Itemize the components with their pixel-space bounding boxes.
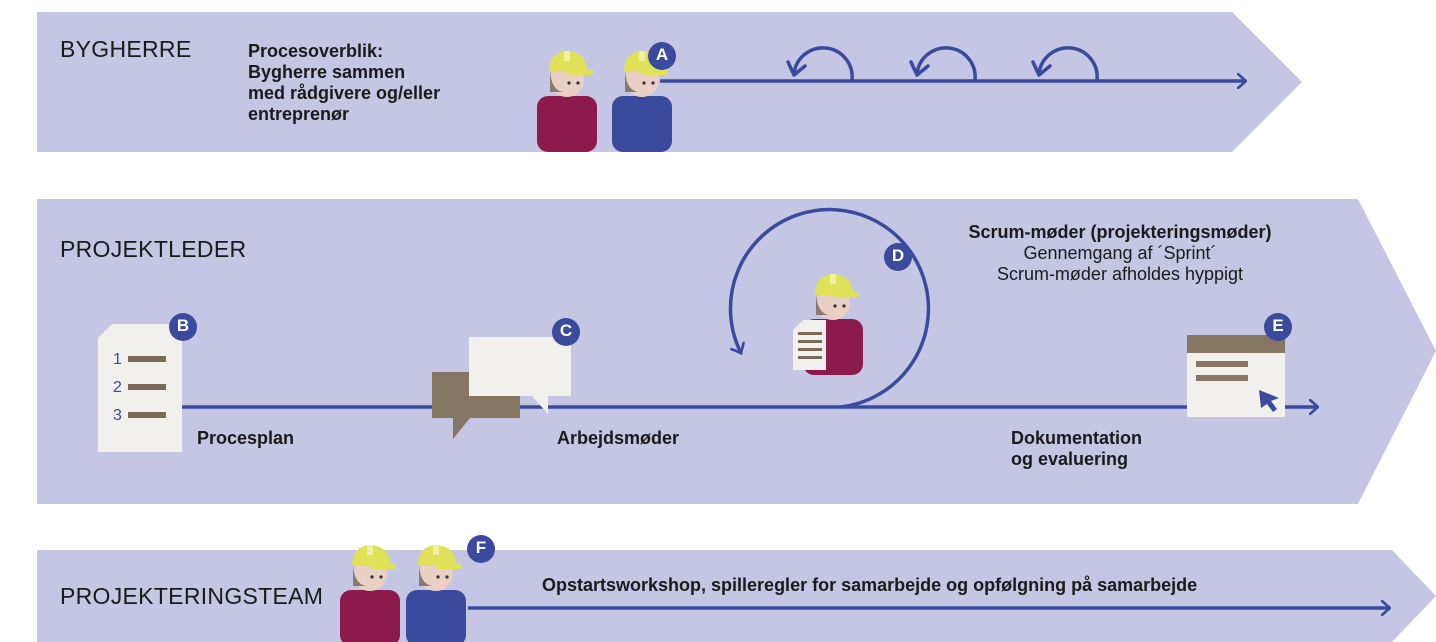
documentation-label: Dokumentation og evaluering (1011, 428, 1142, 470)
process-plan-number-3: 3 (113, 407, 122, 424)
badge-f (467, 535, 495, 563)
cursor-icon (1259, 390, 1279, 412)
lane-title-projektleder: PROJEKTLEDER (60, 236, 247, 262)
bygherre-description: Procesoverblik: Bygherre sammen med rådg… (248, 41, 440, 125)
process-plan-document-icon (98, 324, 182, 452)
badge-e (1264, 313, 1292, 341)
lane-title-projekteringsteam: PROJEKTERINGSTEAM (60, 583, 324, 609)
scrum-loop-arrow (728, 207, 931, 409)
process-plan-label: Procesplan (197, 428, 295, 448)
iteration-loop-icon (1031, 46, 1099, 82)
scrum-meetings-heading: Scrum-møder (projekteringsmøder) (968, 222, 1272, 242)
badge-c (552, 318, 580, 346)
iteration-loop-icon (909, 46, 977, 82)
lane-title-bygherre: BYGHERRE (60, 36, 192, 62)
work-meeting-speech-bubbles-icon (432, 337, 571, 439)
scrum-meetings-line: Scrum-møder afholdes hyppigt (996, 264, 1244, 284)
badge-d-label: D (891, 246, 905, 265)
projekteringsteam-description: Opstartsworkshop, spilleregler for samar… (542, 575, 1198, 595)
bygherre-description-line: entreprenør (248, 104, 350, 124)
badge-e-label: E (1272, 316, 1284, 335)
iteration-loop-icon (786, 46, 854, 82)
badge-c-label: C (559, 321, 573, 340)
badge-d (884, 243, 912, 271)
documentation-label-line: Dokumentation (1011, 428, 1143, 448)
badge-a-label: A (655, 45, 669, 64)
badge-a (648, 42, 676, 70)
badge-b-label: B (176, 316, 190, 335)
process-plan-number-2: 2 (113, 379, 122, 396)
scrum-document-icon (793, 320, 826, 370)
documentation-label-line: og evaluering (1011, 449, 1129, 469)
bygherre-description-line: Procesoverblik: (248, 41, 384, 61)
scrum-meetings-line: Gennemgang af ´Sprint´ (1023, 243, 1217, 263)
badge-f-label: F (475, 538, 487, 557)
badge-b (169, 313, 197, 341)
work-meetings-label: Arbejdsmøder (557, 428, 680, 448)
bygherre-description-line: Bygherre sammen (248, 62, 406, 82)
scrum-meetings-text: Scrum-møder (projekteringsmøder) Gennemg… (900, 222, 1340, 285)
bygherre-description-line: med rådgivere og/eller (248, 83, 441, 103)
process-plan-number-1: 1 (113, 351, 122, 368)
